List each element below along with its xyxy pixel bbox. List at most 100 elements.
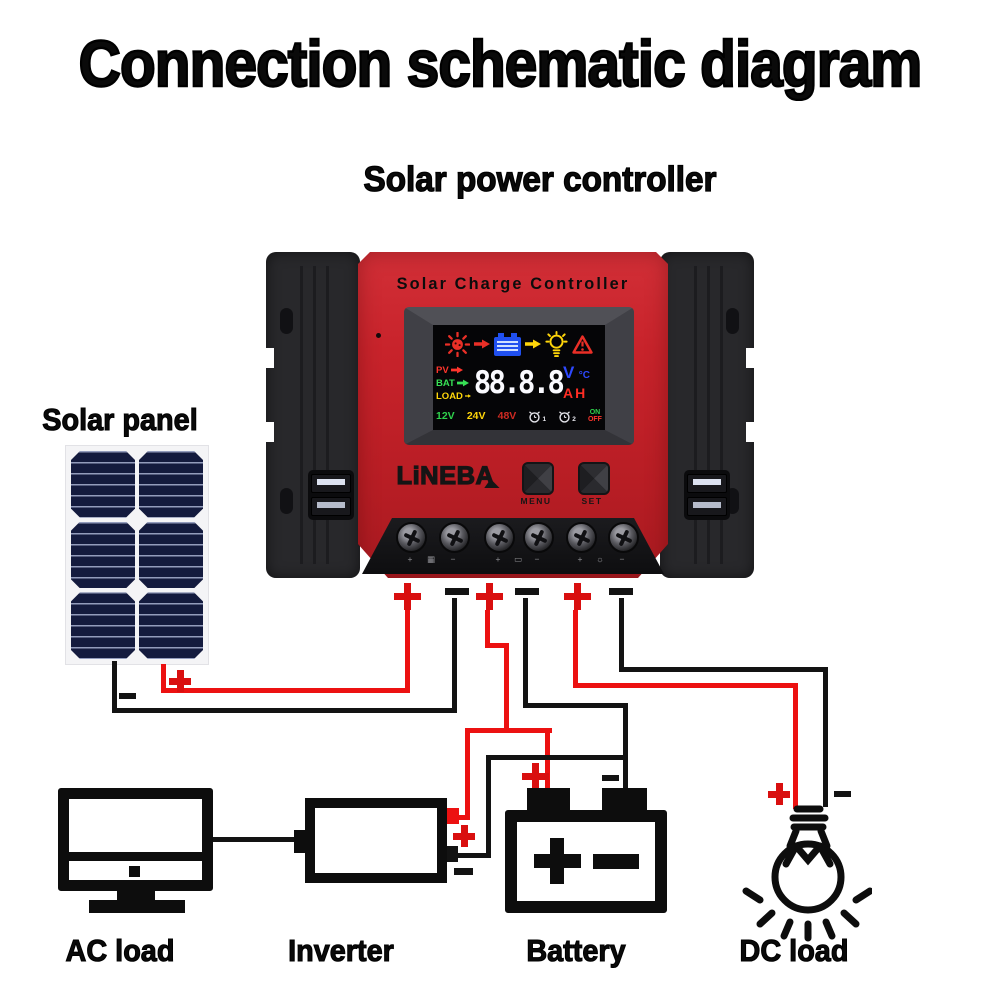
pv-cell	[139, 592, 203, 659]
wire-pv-positive	[161, 664, 166, 693]
plus-icon-inverter	[453, 825, 475, 847]
on-label: ON	[589, 409, 601, 416]
voltage-12v: 12V	[436, 410, 455, 422]
seven-segment-readout: 88.8.8	[473, 365, 565, 401]
mount-bracket-right	[660, 252, 756, 578]
solar-panel-icon	[66, 446, 208, 664]
pv-cell	[139, 522, 203, 589]
minus-icon-dc-load	[834, 791, 851, 797]
solar-panel-label: Solar panel	[42, 401, 198, 437]
usb-a-port[interactable]	[311, 474, 351, 493]
monitor-icon	[58, 788, 218, 914]
terminal-screw-load-minus[interactable]	[608, 522, 639, 553]
wire-inverter-positive	[449, 815, 470, 820]
amp-unit: A	[563, 385, 576, 401]
plus-icon-pv	[394, 583, 421, 610]
bracket-notch	[264, 348, 274, 368]
minus-icon-panel	[119, 693, 136, 699]
alarm-clock-icon	[529, 410, 541, 423]
arrow-right-icon	[456, 379, 469, 387]
battery-label: Battery	[526, 932, 626, 968]
terminal-mark: −	[619, 554, 625, 564]
terminal-screw-pv-minus[interactable]	[439, 522, 470, 553]
alarm-clock-icon	[559, 410, 571, 423]
wire-battery-positive	[504, 643, 509, 733]
wire-load-positive	[573, 610, 578, 688]
usb-ports-left[interactable]	[308, 470, 354, 520]
menu-button-label: MENU	[520, 496, 552, 506]
terminal-mark: +	[577, 554, 583, 564]
wire-inverter-negative	[486, 755, 491, 858]
terminal-screw-bat-plus[interactable]	[484, 522, 515, 553]
bracket-slot	[280, 308, 293, 334]
usb-a-port[interactable]	[687, 474, 727, 493]
wire-load-negative	[619, 598, 624, 672]
mount-bracket-left	[264, 252, 360, 578]
terminal-strip: + ▦ − + ▭ − + ☼ −	[362, 518, 664, 574]
controller-caption: Solar power controller	[363, 159, 717, 199]
page-title: Connection schematic diagram	[78, 26, 924, 101]
minus-icon-inverter	[454, 868, 473, 875]
off-label: OFF	[587, 416, 602, 423]
pv-label: PV	[436, 364, 449, 376]
wire-pv-negative	[452, 598, 457, 713]
plus-icon-battery-post	[522, 763, 549, 790]
indicator-led	[376, 333, 381, 338]
battery-plus-mark	[550, 838, 564, 884]
terminal-screw-pv-plus[interactable]	[396, 522, 427, 553]
menu-button[interactable]	[522, 462, 554, 495]
dc-load-label: DC load	[739, 932, 849, 968]
battery-status-icon	[494, 332, 521, 356]
usb-ports-right[interactable]	[684, 470, 730, 520]
bracket-notch	[746, 348, 756, 368]
inverter-positive-tab	[446, 808, 459, 824]
voltage-48v: 48V	[497, 410, 517, 422]
terminal-mark: −	[534, 554, 540, 564]
arrow-right-icon	[525, 339, 541, 349]
minus-icon-load	[609, 588, 633, 595]
usb-a-port[interactable]	[311, 497, 351, 516]
wire-battery-negative	[623, 703, 628, 788]
controller-title: Solar Charge Controller	[396, 274, 630, 293]
brand-text: LiNEBA	[396, 461, 495, 490]
plus-icon-load	[564, 583, 591, 610]
timer-sub: 1	[542, 415, 547, 423]
wire-ac-link	[212, 837, 298, 842]
timer-1: 1	[528, 410, 546, 423]
pv-cell	[71, 592, 135, 659]
usb-a-port[interactable]	[687, 497, 727, 516]
plus-icon-panel	[169, 670, 191, 692]
volt-unit: V	[563, 363, 575, 382]
wire-load-negative	[823, 667, 828, 807]
pv-cell	[71, 522, 135, 589]
minus-icon-battery-post	[602, 775, 619, 781]
wire-load-positive	[573, 683, 798, 688]
minus-icon-battery	[515, 588, 539, 595]
wire-battery-positive	[485, 610, 490, 648]
lcd-screen: PV BAT LOAD 88.8.8 V °C AH	[433, 325, 605, 430]
wire-pv-negative	[112, 661, 117, 713]
arrow-right-icon	[464, 394, 471, 398]
wire-battery-negative	[523, 598, 528, 708]
terminal-screw-bat-minus[interactable]	[523, 522, 554, 553]
set-button[interactable]	[578, 462, 610, 495]
terminal-mark: +	[495, 554, 501, 564]
bat-label: BAT	[436, 377, 455, 389]
arrow-right-icon	[450, 366, 463, 374]
solar-charge-controller: Solar Charge Controller	[264, 250, 756, 580]
battery-minus-mark	[593, 854, 639, 869]
inverter-box-icon	[294, 798, 464, 888]
sun-icon	[445, 331, 470, 357]
battery-positive-post	[527, 788, 570, 812]
battery-body	[505, 810, 667, 913]
wire-load-positive	[793, 683, 798, 809]
terminal-screw-load-plus[interactable]	[566, 522, 597, 553]
arrow-right-icon	[474, 339, 490, 349]
terminal-mark: +	[407, 554, 413, 564]
battery-negative-post	[602, 788, 647, 812]
bracket-slot	[726, 308, 739, 334]
monitor-divider	[67, 852, 204, 861]
terminal-mark: −	[450, 554, 456, 564]
plus-icon-dc-load	[768, 783, 790, 805]
